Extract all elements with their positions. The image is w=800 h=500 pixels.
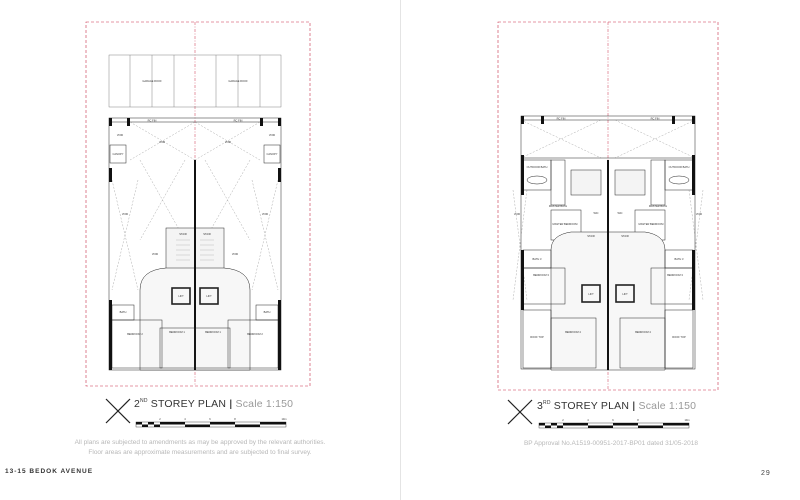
third-storey-floor-plan: RC FIN RC FIN OUTDOOR BATH OUTDOOR BATH …	[497, 21, 719, 429]
lift-label: LIFT	[588, 292, 594, 296]
void-label: VOID	[225, 140, 231, 144]
compass-rose-icon	[507, 399, 533, 425]
roof-top-label: ROOF TOP	[530, 335, 544, 339]
garage-roof	[108, 54, 282, 108]
scale-tick: 4	[184, 417, 186, 421]
void-label: VOID	[269, 133, 275, 137]
disclaimer-note: All plans are subjected to amendments as…	[74, 439, 326, 456]
bedroom4-label: BEDROOM 4	[635, 330, 651, 334]
wic-label: WIC	[593, 211, 598, 215]
scale-tick: 8	[637, 418, 639, 422]
void-label: VOID	[262, 212, 268, 216]
bedroom1-label: BEDROOM 1	[169, 330, 185, 334]
bedroom4-label: BEDROOM 4	[565, 330, 581, 334]
scale-tick: 10m	[281, 417, 286, 421]
scale-tick: 10m	[684, 418, 689, 422]
bath3-label: BATH 3	[533, 257, 542, 261]
bedroom3-label: BEDROOM 3	[667, 273, 683, 277]
scale-tick: 4	[587, 418, 589, 422]
bath3-label: BATH 3	[675, 257, 684, 261]
site-boundary	[85, 21, 311, 387]
void-label: VOID	[696, 212, 702, 216]
plan-title: 2ND STOREY PLAN | Scale 1:150	[134, 398, 294, 410]
wic-label: WIC	[617, 211, 622, 215]
outdoor-bath-label: OUTDOOR BATH	[669, 165, 690, 169]
bedroom2-label: BEDROOM 2	[247, 332, 263, 336]
roof-top-label: ROOF TOP	[672, 335, 686, 339]
master-bedroom-label: MASTER BEDROOM	[639, 222, 664, 226]
page-number: 29	[761, 470, 771, 477]
stair-label: STAIR	[179, 232, 187, 236]
master-bath-label: MASTER BATH	[649, 204, 667, 208]
master-bedroom-label: MASTER BEDROOM	[553, 222, 578, 226]
void-label: VOID	[232, 252, 238, 256]
stair-label: STAIR	[203, 232, 211, 236]
stair-label: STAIR	[587, 234, 595, 238]
bedroom2-label: BEDROOM 2	[127, 332, 143, 336]
stair-label: STAIR	[621, 234, 629, 238]
void-label: VOID	[117, 133, 123, 137]
scale-bar: 2 4 6 8 10m	[538, 418, 690, 429]
void-label: VOID	[514, 212, 520, 216]
void-label: VOID	[159, 140, 165, 144]
void-label: VOID	[152, 252, 158, 256]
scale-tick: 8	[234, 417, 236, 421]
rc-fin-label: RC FIN	[148, 119, 157, 123]
canopy-label: CANOPY	[267, 152, 278, 156]
project-name: 13-15 BEDOK AVENUE	[5, 468, 94, 475]
lift-label: LIFT	[622, 292, 628, 296]
master-bath-label: MASTER BATH	[549, 204, 567, 208]
lift-label: LIFT	[206, 294, 212, 298]
scale-tick: 2	[562, 418, 564, 422]
scale-tick: 6	[612, 418, 614, 422]
outdoor-bath-label: OUTDOOR BATH	[527, 165, 548, 169]
bedroom1-label: BEDROOM 1	[205, 330, 221, 334]
plan-title: 3RD STOREY PLAN | Scale 1:150	[537, 400, 697, 412]
right-page: RC FIN RC FIN OUTDOOR BATH OUTDOOR BATH …	[400, 0, 800, 500]
compass-rose-icon	[105, 398, 131, 424]
rc-fin-label: RC FIN	[557, 117, 566, 121]
bedroom3-label: BEDROOM 3	[533, 273, 549, 277]
left-page: GARAGE ROOF GARAGE ROOF	[5, 21, 326, 475]
bath-label: BATH	[120, 310, 127, 314]
bp-approval-note: BP Approval No.A1519-00951-2017-BP01 dat…	[523, 440, 699, 447]
scale-bar: 2 4 6 8 10m	[135, 417, 287, 428]
void-label: VOID	[122, 212, 128, 216]
bath-label: BATH	[264, 310, 271, 314]
garage-roof-label: GARAGE ROOF	[228, 79, 248, 83]
scale-tick: 2	[159, 417, 161, 421]
lift-label: LIFT	[178, 294, 184, 298]
scale-tick: 6	[209, 417, 211, 421]
second-storey-floor-plan: GARAGE ROOF GARAGE ROOF	[85, 21, 311, 428]
canopy-label: CANOPY	[113, 152, 124, 156]
garage-roof-label: GARAGE ROOF	[142, 79, 162, 83]
rc-fin-label: RC FIN	[651, 117, 660, 121]
rc-fin-label: RC FIN	[234, 119, 243, 123]
